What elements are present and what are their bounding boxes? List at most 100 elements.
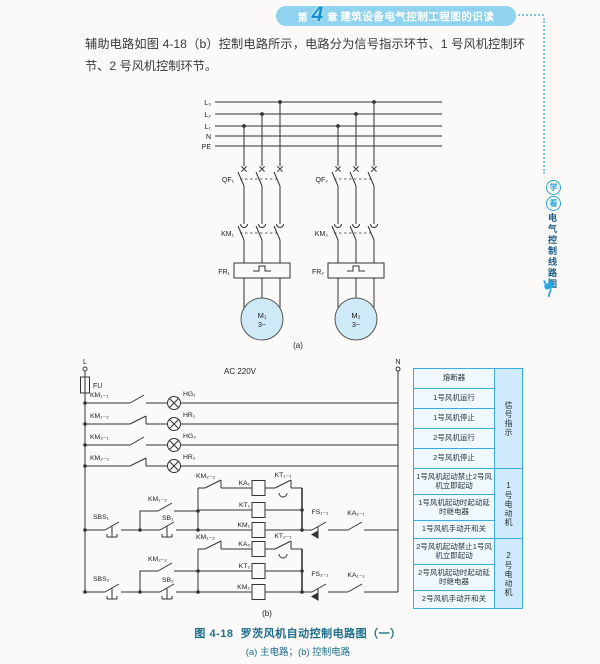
table-row: 2号风机起动禁止1号风机立即起动 (414, 539, 494, 564)
label-fan1-selfhold: KM₁₋₂ (148, 496, 167, 503)
table-row: 熔断器 (414, 369, 494, 388)
contactor-coil-km1 (251, 522, 266, 538)
label-sbs2: SBS₂ (93, 576, 110, 583)
relay-coil-ka1 (251, 480, 266, 496)
signal-row-hg1 (83, 394, 398, 410)
label-km1-coil: KM₁ (238, 522, 251, 529)
label-qf1: QF₁ (222, 177, 235, 184)
label-kt1-1: KT₁₋₁ (275, 472, 293, 479)
table-row: 2号风机手动开和关 (414, 591, 494, 608)
contactor-km2-main-contacts (331, 223, 378, 241)
figure-number: 图 4-18 (194, 628, 234, 640)
sub-label-b: (b) (262, 609, 272, 618)
label-kt2: KT₂ (239, 563, 251, 570)
label-hg1: HG₁ (183, 391, 196, 398)
label-ka2: KA₂ (238, 541, 250, 548)
label-fan2-interlock: KM₁₋₂ (196, 534, 215, 541)
table-group-motor2: 2号电动机 (495, 539, 522, 608)
main-circuit-labels: L₃ L₂ L₁ N PE QF₁ KM₁ FR₁ M₁ 3~ QF₂ KM₂ … (202, 100, 361, 350)
label-km1-2: KM₁₋₂ (90, 413, 109, 420)
label-km1-1: KM₁₋₁ (90, 392, 109, 399)
sub-label-a: (a) (293, 341, 303, 350)
sidebar-badge-kan: 看 (546, 196, 561, 211)
label-m2: M₂ (351, 311, 360, 320)
control-circuit-diagram (80, 366, 401, 601)
chapter-prefix: 第 (297, 12, 308, 24)
chapter-header-banner: 第 4 章 建筑设备电气控制工程图的识读 (276, 3, 516, 26)
sidebar-badge-xue: 学 (546, 180, 561, 195)
fan2-control-rung (83, 540, 398, 601)
label-km2-coil: KM₂ (237, 584, 250, 591)
contactor-coil-km2 (251, 584, 266, 600)
fuse-fu (80, 376, 90, 394)
table-row: 1号风机手动开和关 (414, 521, 494, 538)
label-fs2-1: FS₂₋₁ (311, 571, 329, 578)
motor-m2 (334, 297, 378, 341)
label-qf2: QF₂ (316, 177, 329, 184)
fan1-control-rung (83, 479, 398, 539)
label-line-l: L (83, 359, 87, 366)
chapter-number: 4 (311, 3, 324, 26)
thermal-relay-fr2 (327, 262, 385, 279)
chapter-title: 建筑设备电气控制工程图的识读 (340, 10, 495, 23)
bus-label-n: N (206, 134, 211, 141)
label-ka2-1: KA₂₋₁ (347, 510, 365, 517)
table-row: 1号风机停止 (414, 409, 494, 428)
signal-row-hr1 (83, 415, 398, 431)
motor-m1 (240, 297, 284, 341)
label-neutral-n: N (395, 359, 400, 366)
contactor-km1-main-contacts (237, 223, 284, 241)
control-circuit-labels: L N AC 220V FU KM₁₋₁ HG₁ KM₁₋₂ HR₁ KM₂₋₁… (83, 359, 400, 618)
label-ka1: KA₁ (239, 480, 251, 487)
label-sb2: SB₂ (162, 577, 174, 584)
label-kt2-1: KT₂₋₁ (274, 533, 292, 540)
label-m2-phase: 3~ (352, 322, 360, 329)
breaker-qf1 (237, 166, 283, 187)
main-circuit-diagram (215, 100, 442, 341)
table-row: 2号风机运行 (414, 429, 494, 448)
label-m1-phase: 3~ (258, 322, 266, 329)
table-row: 1号风机起动时起动延时继电器 (414, 495, 494, 520)
figure-title: 罗茨风机自动控制电路图（一） (240, 628, 402, 640)
label-m1: M₁ (258, 311, 267, 320)
timer-coil-kt1 (251, 502, 266, 518)
label-voltage: AC 220V (224, 367, 257, 376)
table-row: 2号风机停止 (414, 449, 494, 468)
table-group-motor1: 1号电动机 (495, 469, 522, 538)
bus-label-pe: PE (202, 144, 212, 151)
plug-icon (539, 276, 563, 304)
annotation-table: 熔断器 信号指示 1号风机运行 1号风机停止 2号风机运行 2号风机停止 1号风… (413, 368, 523, 609)
label-fan1-interlock: KM₂₋₂ (196, 473, 215, 480)
label-ka1-1: KA₁₋₁ (347, 572, 365, 579)
table-group-signal: 信号指示 (495, 369, 522, 468)
label-fs1-1: FS₁₋₁ (312, 509, 330, 516)
bus-label-l3: L₃ (204, 100, 211, 107)
label-km1: KM₁ (221, 231, 235, 238)
sidebar-book-title: 电气控制线路图 (547, 213, 557, 290)
label-sbs1: SBS₁ (93, 514, 110, 521)
label-km2-1: KM₂₋₁ (90, 434, 109, 441)
label-sb1: SB₁ (162, 515, 174, 522)
chapter-suffix: 章 (327, 12, 338, 24)
table-row: 2号风机起动时起动延时继电器 (414, 565, 494, 590)
label-km2: KM₂ (315, 231, 329, 238)
label-hg2: HG₂ (183, 433, 196, 440)
label-km2-2: KM₂₋₂ (90, 455, 109, 462)
table-row: 1号风机运行 (414, 389, 494, 408)
label-hr2: HR₂ (183, 454, 196, 461)
signal-row-hg2 (83, 436, 398, 452)
timer-coil-kt2 (251, 563, 266, 579)
table-row: 1号风机起动禁止2号风机立即起动 (414, 469, 494, 494)
body-paragraph: 辅助电路如图 4-18（b）控制电路所示，电路分为信号指示环节、1 号风机控制环… (85, 37, 525, 73)
label-kt1: KT₁ (239, 502, 251, 509)
figure-subcaption: (a) 主电路；(b) 控制电路 (245, 647, 351, 658)
signal-row-hr2 (83, 457, 398, 473)
breaker-qf2 (331, 166, 377, 187)
bus-label-l2: L₂ (204, 112, 211, 119)
label-fan2-selfhold: KM₂₋₂ (148, 556, 167, 563)
label-fr1: FR₁ (218, 269, 230, 276)
label-hr1: HR₁ (183, 412, 196, 419)
label-fr2: FR₂ (312, 269, 324, 276)
